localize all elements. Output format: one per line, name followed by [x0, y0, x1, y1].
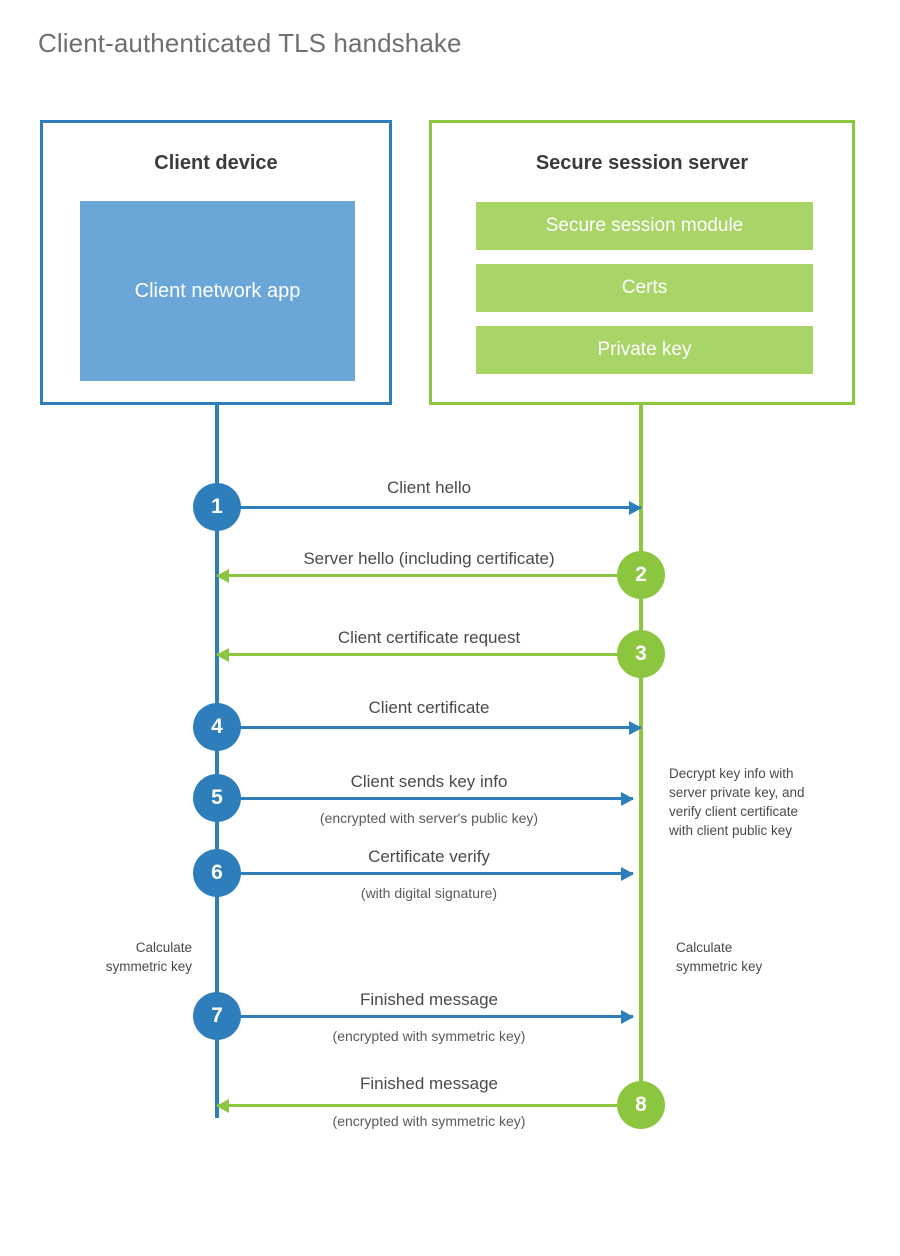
- arrow-head-right-icon: [629, 500, 642, 515]
- step-8-label: Finished message: [360, 1074, 498, 1093]
- step-7-label: Finished message: [360, 990, 498, 1009]
- step-4-label: Client certificate: [368, 698, 490, 717]
- arrow-head-right-icon: [621, 791, 634, 806]
- arrow-head-right-icon: [621, 866, 634, 881]
- step-5-sublabel: (encrypted with server's public key): [319, 810, 539, 826]
- arrow-head-left-icon: [216, 568, 229, 583]
- server-decrypt-note: Decrypt key info with server private key…: [669, 766, 805, 839]
- step-7-sublabel: (encrypted with symmetric key): [332, 1028, 526, 1044]
- private-key-block: Private key: [476, 326, 813, 374]
- client-device-title: Client device: [154, 152, 278, 174]
- secure-session-server-title: Secure session server: [535, 152, 749, 174]
- arrow-head-left-icon: [216, 1098, 229, 1113]
- step-2-circle[interactable]: 2: [617, 551, 665, 599]
- arrow-head-left-icon: [216, 647, 229, 662]
- step-7-arrow: [217, 1009, 634, 1024]
- step-4-arrow: [217, 720, 642, 735]
- step-7-circle[interactable]: 7: [193, 992, 241, 1040]
- arrow-head-right-icon: [621, 1009, 634, 1024]
- certs-block: Certs: [476, 264, 813, 312]
- page-title: Client-authenticated TLS handshake: [38, 28, 462, 58]
- client-network-app-block: Client network app: [80, 201, 355, 381]
- step-8-sublabel: (encrypted with symmetric key): [332, 1113, 526, 1129]
- step-1-label: Client hello: [386, 478, 472, 497]
- step-4-circle[interactable]: 4: [193, 703, 241, 751]
- server-lifeline: [639, 404, 643, 1105]
- step-6-circle[interactable]: 6: [193, 849, 241, 897]
- secure-session-module-block: Secure session module: [476, 202, 813, 250]
- step-5-arrow: [217, 791, 634, 806]
- step-6-arrow: [217, 866, 634, 881]
- step-2-label: Server hello (including certificate): [303, 549, 555, 568]
- arrow-head-right-icon: [629, 720, 642, 735]
- step-8-arrow: [216, 1098, 641, 1113]
- secure-session-server-panel: Secure session server Secure session mod…: [429, 120, 855, 405]
- step-2-arrow: [216, 568, 641, 583]
- step-5-label: Client sends key info: [350, 772, 508, 791]
- step-6-sublabel: (with digital signature): [360, 885, 498, 901]
- step-3-circle[interactable]: 3: [617, 630, 665, 678]
- step-8-circle[interactable]: 8: [617, 1081, 665, 1129]
- client-device-panel: Client device Client network app: [40, 120, 392, 405]
- step-6-label: Certificate verify: [368, 847, 490, 866]
- step-5-circle[interactable]: 5: [193, 774, 241, 822]
- server-calculate-symmetric-key-note: Calculate symmetric key: [676, 940, 763, 975]
- client-calculate-symmetric-key-note: Calculate symmetric key: [105, 940, 192, 975]
- step-3-label: Client certificate request: [337, 628, 521, 647]
- step-1-arrow: [217, 500, 642, 515]
- step-3-arrow: [216, 647, 641, 662]
- client-lifeline: [215, 404, 219, 1118]
- step-1-circle[interactable]: 1: [193, 483, 241, 531]
